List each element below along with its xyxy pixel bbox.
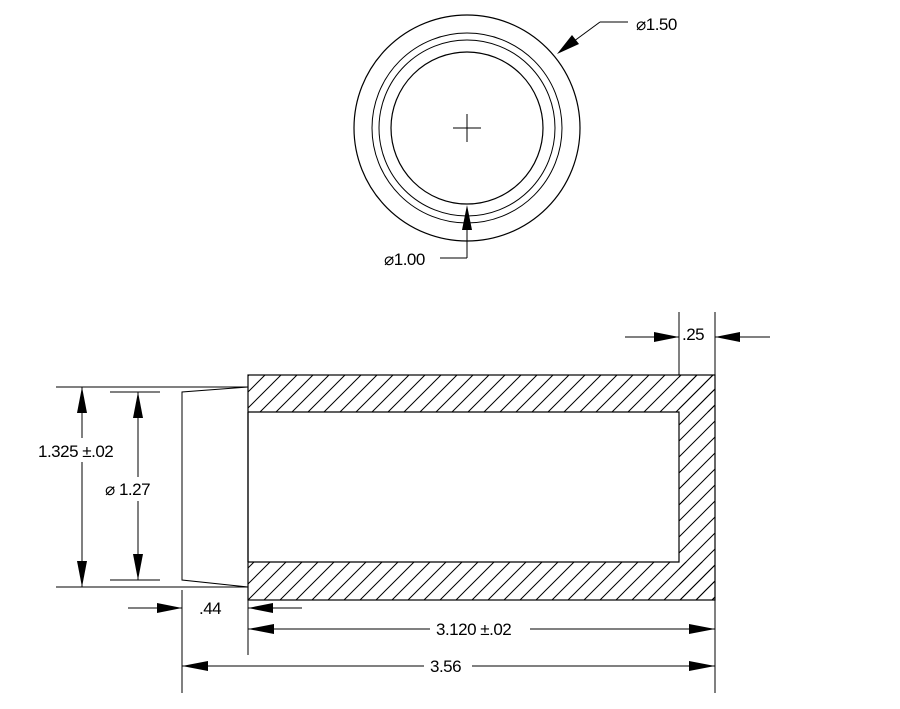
top-view: ⌀1.50 ⌀1.00: [353, 14, 677, 269]
bore-diameter-dimension: ⌀ 1.27: [104, 392, 160, 580]
height-dimension: 1.325 ±.02: [34, 387, 134, 587]
wall-thickness-label: .25: [682, 325, 704, 344]
bore-diameter-label: ⌀ 1.27: [105, 480, 150, 499]
outer-diameter-label: ⌀1.50: [636, 15, 677, 34]
wall-thickness-dimension: .25: [625, 312, 770, 375]
bore-outline: [248, 411, 680, 563]
chamfer-outline: [181, 386, 249, 588]
overall-length-dimension: 3.56: [182, 654, 715, 678]
body-length-dimension: 3.120 ±.02: [248, 600, 716, 693]
inner-diameter-label: ⌀1.00: [384, 250, 425, 269]
overall-length-label: 3.56: [430, 657, 461, 676]
bottom-wall-hatch: [248, 562, 715, 600]
end-wall-hatch: [679, 375, 715, 600]
chamfer-dimension: .44: [128, 590, 302, 693]
side-view: .25 1.325 ±.02 ⌀ 1.27 .44: [34, 312, 770, 693]
body-length-label: 3.120 ±.02: [436, 620, 511, 639]
top-wall-hatch: [248, 375, 715, 412]
height-label: 1.325 ±.02: [38, 442, 113, 461]
inner-circle: [390, 51, 544, 205]
outer-diameter-dimension: ⌀1.50: [557, 15, 677, 54]
chamfer-label: .44: [199, 599, 221, 618]
inner-diameter-dimension: ⌀1.00: [384, 205, 472, 269]
